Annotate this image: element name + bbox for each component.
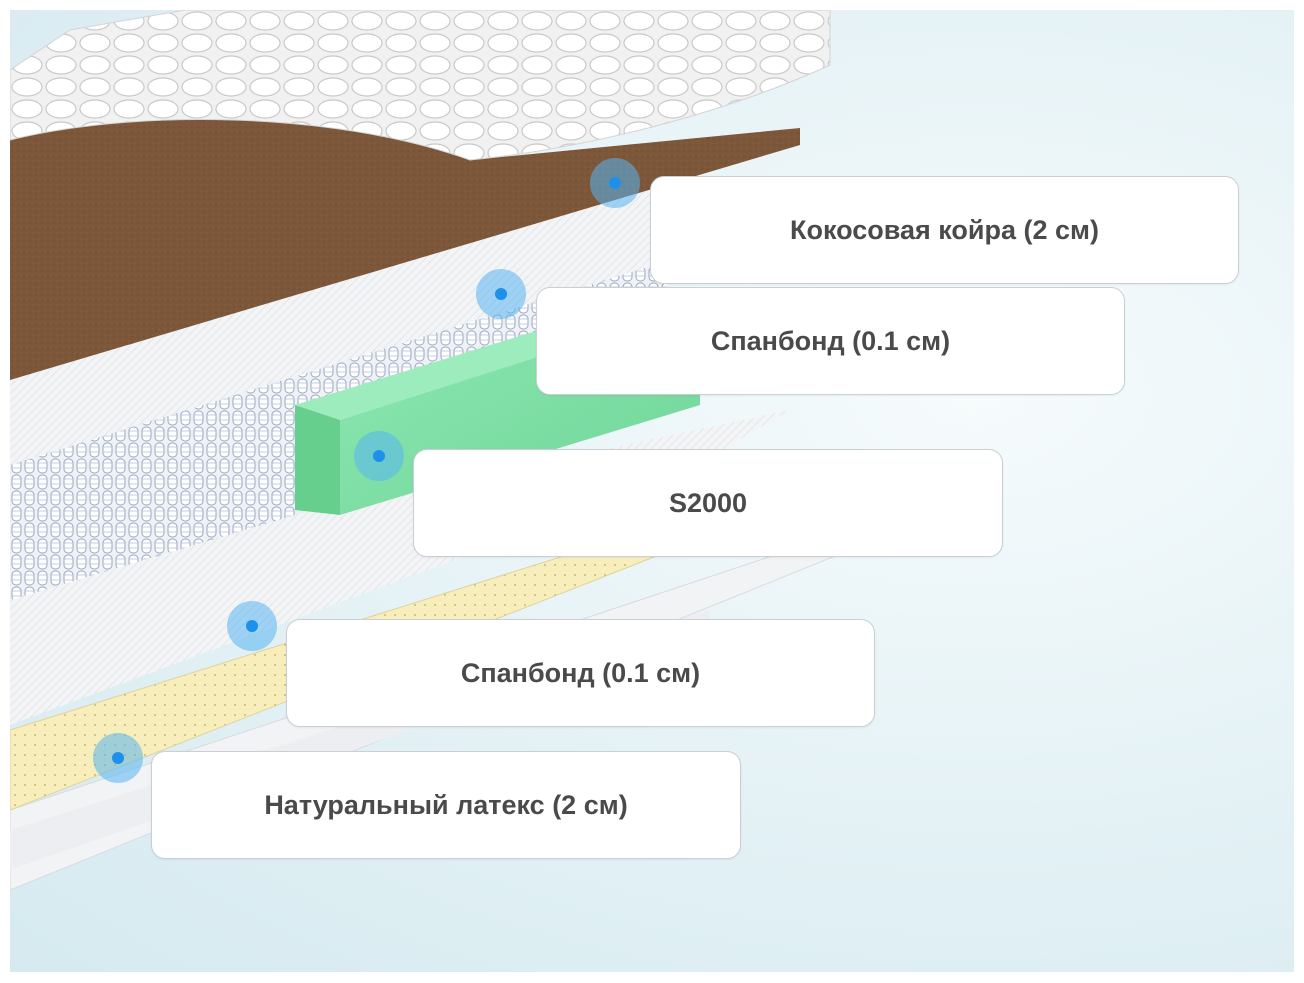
layer-label-latex[interactable]: Натуральный латекс (2 см) <box>151 751 741 859</box>
foam-block-front <box>295 405 340 515</box>
layer-hotspot-icon[interactable] <box>476 269 526 319</box>
layer-label-spunbond-upper[interactable]: Спанбонд (0.1 см) <box>536 287 1125 395</box>
layer-label-text: Спанбонд (0.1 см) <box>711 326 950 357</box>
layer-hotspot-icon[interactable] <box>354 431 404 481</box>
layer-hotspot-icon[interactable] <box>93 733 143 783</box>
layer-label-spunbond-lower[interactable]: Спанбонд (0.1 см) <box>286 619 875 727</box>
layer-label-s2000[interactable]: S2000 <box>413 449 1003 557</box>
layer-label-text: S2000 <box>669 488 747 519</box>
layer-label-text: Натуральный латекс (2 см) <box>264 790 627 821</box>
layer-label-coir[interactable]: Кокосовая койра (2 см) <box>650 176 1239 284</box>
layer-hotspot-icon[interactable] <box>590 158 640 208</box>
layer-label-text: Спанбонд (0.1 см) <box>461 658 700 689</box>
layer-label-text: Кокосовая койра (2 см) <box>790 215 1099 246</box>
layer-hotspot-icon[interactable] <box>227 601 277 651</box>
